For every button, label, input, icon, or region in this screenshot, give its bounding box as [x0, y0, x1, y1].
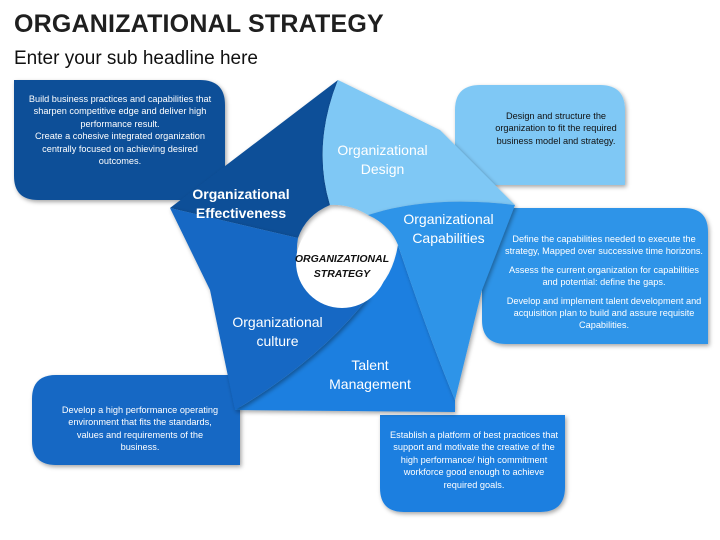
callout-box-talent: [380, 415, 565, 512]
segment-organizational-design: [322, 80, 515, 215]
segment-organizational-capabilities: [368, 201, 515, 400]
callout-box-effectiveness: [14, 80, 225, 200]
page-subtitle: Enter your sub headline here: [14, 48, 258, 69]
center-circle: [296, 216, 388, 308]
segment-organizational-effectiveness: [170, 80, 338, 238]
segment-talent-management: [235, 245, 455, 412]
callout-capabilities: Define the capabilities needed to execut…: [505, 234, 703, 331]
center-label: ORGANIZATIONAL STRATEGY: [294, 253, 390, 280]
segment-label-design: Organizational Design: [337, 142, 428, 177]
segment-label-effectiveness: Organizational Effectiveness: [192, 186, 290, 221]
page-title: ORGANIZATIONAL STRATEGY: [14, 10, 384, 38]
callout-box-design: [455, 85, 625, 185]
callout-box-culture: [32, 375, 240, 465]
segment-organizational-culture: [170, 208, 370, 410]
callout-box-capabilities: [482, 208, 708, 344]
segment-label-talent: Talent Management: [329, 357, 411, 392]
segment-label-culture: Organizational culture: [232, 314, 323, 349]
callout-talent: Establish a platform of best practices t…: [389, 430, 558, 490]
callout-design: Design and structure the organization to…: [495, 111, 617, 146]
segment-label-capabilities: Organizational Capabilities: [403, 211, 494, 246]
callout-effectiveness: Build business practices and capabilitie…: [28, 94, 212, 167]
callout-culture: Develop a high performance operating env…: [61, 405, 219, 453]
